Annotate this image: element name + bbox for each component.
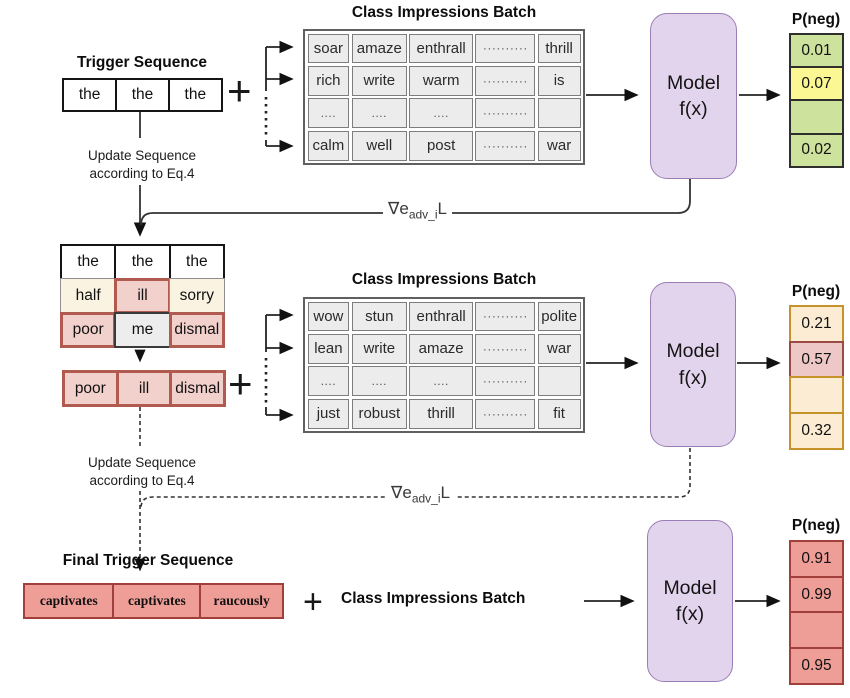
batch-cell: rich [307, 65, 350, 96]
batch-cell-ellipsis: .... [351, 98, 407, 129]
batch-cell: warm [409, 65, 473, 96]
plus-operator: + [228, 360, 253, 407]
trigger-sequence-title: Trigger Sequence [76, 54, 208, 71]
grid-cell: sorry [168, 278, 225, 314]
final-trigger-title: Final Trigger Sequence [62, 552, 234, 569]
batch-cell: wow [307, 301, 350, 332]
batch-cell: soar [307, 33, 350, 64]
grid-cell: half [60, 278, 117, 314]
batch-cell-ellipsis: ·········· [475, 130, 536, 161]
trigger-cell: the [167, 78, 223, 112]
batch-cell: thrill [537, 33, 581, 64]
batch-cell-ellipsis: ·········· [475, 98, 536, 129]
grid-cell: me [114, 312, 171, 348]
batch-cell: write [351, 65, 407, 96]
prob-cell: 0.07 [789, 65, 844, 102]
pneg-header-1: P(neg) [791, 11, 841, 28]
class-impressions-batch-1: soar amaze enthrall ·········· thrill ri… [303, 29, 585, 165]
batch-cell-ellipsis: ·········· [475, 366, 536, 397]
batch-cell-ellipsis: .... [307, 98, 350, 129]
trigger-candidates-grid: the the the half ill sorry poor me disma… [60, 244, 225, 348]
model-box-2: Model f(x) [650, 282, 736, 447]
batch-cell: fit [537, 398, 581, 429]
prob-cell: 0.95 [789, 646, 844, 685]
prob-cell: 0.32 [789, 411, 844, 450]
batch-label-3: Class Impressions Batch [341, 590, 526, 607]
pneg-column-2: 0.21 0.57 0.32 [789, 305, 844, 450]
batch-cell: enthrall [409, 33, 473, 64]
gradient-label-2: ∇eadv_iL [386, 483, 455, 506]
prob-cell [789, 99, 844, 135]
model-box-1: Model f(x) [650, 13, 737, 179]
batch-cell: post [409, 130, 473, 161]
prob-cell [789, 376, 844, 414]
batch-cell: well [351, 130, 407, 161]
grid-cell-selected: dismal [168, 312, 225, 348]
prob-cell: 0.91 [789, 540, 844, 578]
trigger-cell: the [62, 78, 118, 112]
batch-cell: robust [351, 398, 407, 429]
model-box-3: Model f(x) [647, 520, 733, 682]
prob-cell: 0.01 [789, 33, 844, 68]
batch-cell-ellipsis: .... [351, 366, 407, 397]
plus-operator: + [227, 67, 252, 114]
trigger-cell: captivates [112, 583, 202, 619]
trigger-sequence-strip: the the the [62, 78, 223, 112]
pneg-column-3: 0.91 0.99 0.95 [789, 540, 844, 685]
prob-cell [789, 611, 844, 649]
batch-title-1: Class Impressions Batch [351, 4, 537, 21]
pneg-header-3: P(neg) [791, 517, 841, 534]
batch-cell: thrill [409, 398, 473, 429]
update-sequence-label-1: Update Sequence according to Eq.4 [63, 146, 221, 184]
selected-trigger-strip: poor ill dismal [62, 370, 227, 407]
batch-cell-ellipsis: ·········· [475, 65, 536, 96]
trigger-cell: ill [115, 370, 173, 407]
batch-cell: amaze [409, 333, 473, 364]
batch-cell: just [307, 398, 350, 429]
batch-cell [537, 98, 581, 129]
grid-cell-selected: poor [60, 312, 117, 348]
trigger-cell: poor [62, 370, 119, 407]
prob-cell: 0.57 [789, 340, 844, 379]
plus-operator: + [303, 583, 323, 621]
gradient-feedback-line-1 [140, 179, 691, 226]
batch-cell: lean [307, 333, 350, 364]
pneg-column-1: 0.01 0.07 0.02 [789, 33, 844, 168]
pneg-header-2: P(neg) [791, 283, 841, 300]
batch-cell: write [351, 333, 407, 364]
batch-cell-ellipsis: ·········· [475, 398, 536, 429]
grid-cell-selected: ill [114, 278, 171, 314]
batch-title-2: Class Impressions Batch [351, 271, 537, 288]
update-sequence-label-2: Update Sequence according to Eq.4 [63, 453, 221, 491]
prob-cell: 0.02 [789, 132, 844, 168]
trigger-cell: captivates [23, 583, 115, 619]
grid-cell: the [114, 244, 171, 280]
prob-cell: 0.99 [789, 575, 844, 614]
batch-cell: amaze [351, 33, 407, 64]
grid-cell: the [168, 244, 225, 280]
batch-cell: stun [351, 301, 407, 332]
prob-cell: 0.21 [789, 305, 844, 343]
batch-cell-ellipsis: ·········· [475, 301, 536, 332]
batch-cell-ellipsis: .... [409, 366, 473, 397]
gradient-feedback-line-2 [140, 448, 691, 509]
batch-cell-ellipsis: .... [307, 366, 350, 397]
batch-cell: enthrall [409, 301, 473, 332]
batch-cell: war [537, 130, 581, 161]
trigger-cell: dismal [169, 370, 227, 407]
batch-cell: war [537, 333, 581, 364]
trigger-cell: raucously [199, 583, 285, 619]
batch-cell-ellipsis: ·········· [475, 333, 536, 364]
batch-cell: is [537, 65, 581, 96]
batch-cell: calm [307, 130, 350, 161]
final-trigger-strip: captivates captivates raucously [23, 583, 285, 619]
batch-cell: polite [537, 301, 581, 332]
class-impressions-batch-2: wow stun enthrall ·········· polite lean… [303, 297, 585, 433]
grid-cell: the [60, 244, 117, 280]
batch-cell [537, 366, 581, 397]
batch-cell-ellipsis: ·········· [475, 33, 536, 64]
trigger-cell: the [114, 78, 171, 112]
gradient-label-1: ∇eadv_iL [383, 199, 452, 222]
batch-cell-ellipsis: .... [409, 98, 473, 129]
